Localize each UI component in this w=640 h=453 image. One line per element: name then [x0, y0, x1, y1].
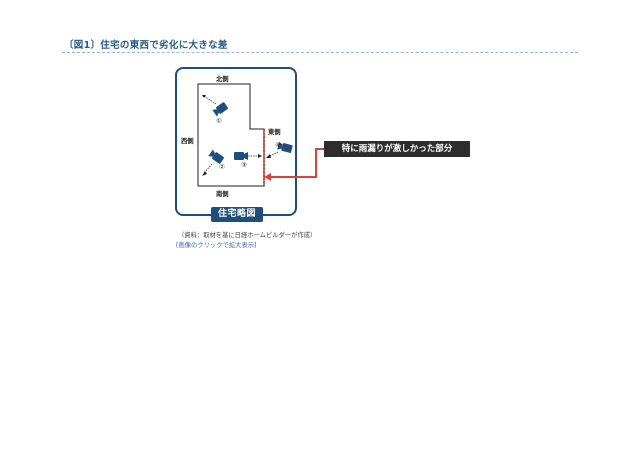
plan-drawing — [197, 83, 324, 187]
label-south: 南側 — [216, 191, 229, 198]
heading-divider — [62, 52, 578, 53]
view-direction-arrow — [203, 95, 217, 105]
enlarge-image-link[interactable]: [画像のクリックで拡大表示] — [176, 242, 257, 249]
camera-icon — [234, 152, 248, 160]
leak-callout: 特に雨漏りが激しかった部分 — [324, 141, 470, 157]
camera-icon — [277, 141, 293, 153]
label-east: 東側 — [268, 129, 281, 136]
house-plan-figure[interactable]: 北側 西側 東側 南側 ① ② ③ ④ 住宅略図 特に雨漏りが激しかった部分 — [172, 66, 472, 224]
camera-number-2: ② — [219, 163, 225, 171]
camera-number-1: ① — [216, 117, 222, 125]
camera-icon — [208, 149, 224, 164]
view-direction-arrow — [267, 151, 279, 158]
plan-title-label: 住宅略図 — [211, 207, 263, 222]
camera-number-4: ④ — [275, 141, 281, 149]
camera-number-3: ③ — [241, 161, 247, 169]
figure-heading: 〔図1〕住宅の東西で劣化に大きな差 — [64, 40, 228, 51]
house-outline — [197, 83, 265, 187]
label-north: 北側 — [216, 76, 229, 83]
camera-icon — [212, 102, 228, 117]
callout-arrow — [268, 148, 324, 178]
source-caption: （資料：取材を基に日経ホームビルダーが作成） — [178, 232, 317, 239]
label-west: 西側 — [181, 138, 194, 145]
